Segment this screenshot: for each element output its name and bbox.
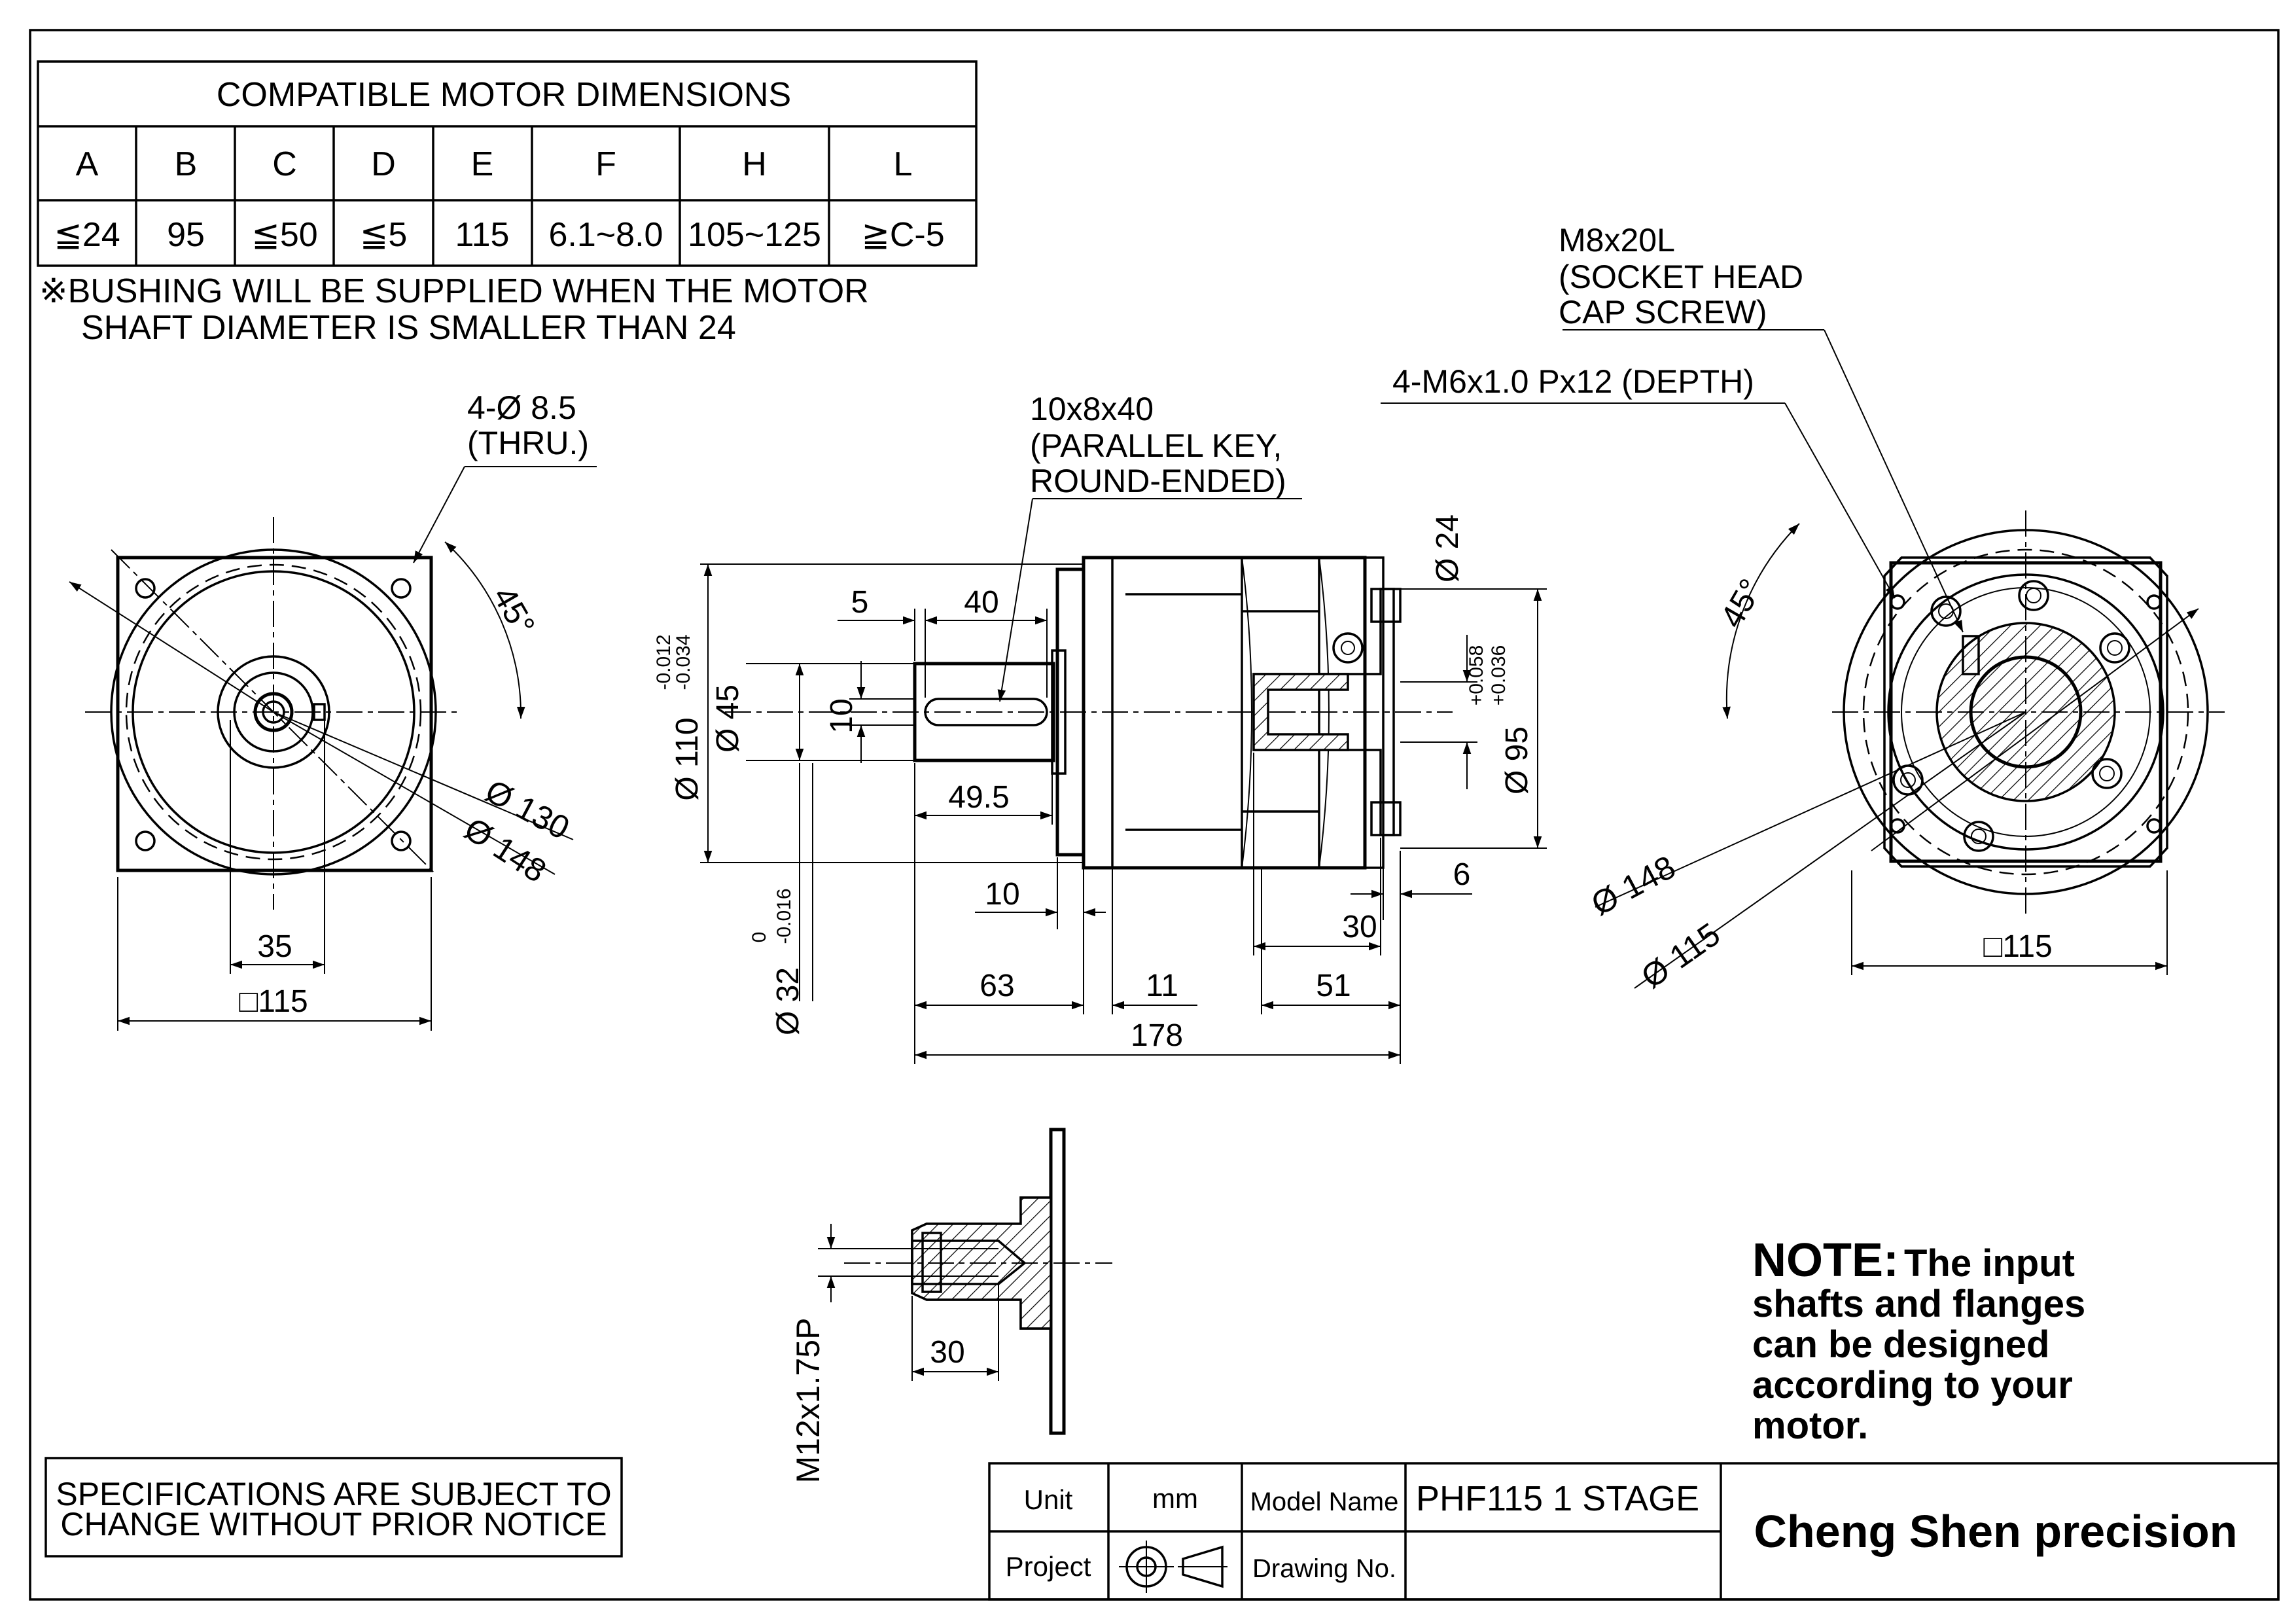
drawing-label: Drawing No. [1252,1554,1396,1583]
screw-callout-1: M8x20L [1559,222,1675,259]
project-label: Project [1006,1551,1091,1582]
model-value: PHF115 1 STAGE [1416,1479,1699,1518]
side-tol-110-upper: -0.012 [653,634,675,690]
table-header-a: A [76,145,99,183]
unit-value: mm [1152,1483,1198,1514]
side-dim-178: 178 [1131,1018,1183,1053]
screw-callout-3: CAP SCREW) [1559,294,1767,330]
table-header-h: H [742,145,767,183]
note-line4: according to your [1752,1364,2073,1406]
left-hole-callout-2: (THRU.) [467,425,589,461]
side-dia-45: Ø 45 [711,685,745,753]
table-value-b: 95 [167,216,205,254]
side-dim-6: 6 [1453,857,1471,892]
table-value-c: ≦50 [251,216,317,254]
projection-symbol-icon [1119,1541,1227,1593]
left-view: 4-Ø 8.5 (THRU.) 45° Ø 130 Ø 148 35 □115 [69,389,597,1031]
side-dim-5: 5 [851,585,869,620]
table-value-a: ≦24 [54,216,120,254]
side-dia-24: Ø 24 [1430,514,1465,582]
brand-name: Cheng Shen precision [1754,1506,2238,1557]
side-dim-49-5: 49.5 [948,780,1009,815]
side-dia-32: Ø 32 [771,967,805,1035]
motor-dimensions-table: COMPATIBLE MOTOR DIMENSIONS A B C D E F … [37,60,978,267]
side-dim-51: 51 [1316,969,1351,1003]
side-tol-110-lower: -0.034 [673,634,694,690]
table-header-l: L [894,145,913,183]
side-dim-10-key: 10 [824,698,859,733]
model-label: Model Name [1250,1488,1399,1516]
side-dim-30: 30 [1342,910,1377,944]
left-dim-square-115: □115 [239,984,308,1019]
side-dim-10-flange: 10 [985,877,1019,912]
note-line2: shafts and flanges [1752,1283,2085,1325]
table-value-h: 105~125 [688,216,821,254]
side-tol-95-upper: +0.058 [1466,645,1487,706]
title-block: Unit mm Model Name PHF115 1 STAGE Projec… [988,1462,2280,1601]
screw-callout-2: (SOCKET HEAD [1559,259,1803,295]
side-tol-95-lower: +0.036 [1488,645,1510,706]
unit-label: Unit [1024,1484,1073,1515]
table-value-e: 115 [455,216,510,254]
design-note: NOTE: The input shafts and flanges can b… [1752,1234,2085,1447]
table-value-l: ≧C-5 [861,216,944,254]
key-callout-2: (PARALLEL KEY, [1030,427,1282,464]
side-dim-40: 40 [964,585,998,620]
detail-dim-30: 30 [930,1335,964,1370]
left-dim-35: 35 [257,929,292,964]
spec-box: SPECIFICATIONS ARE SUBJECT TO CHANGE WIT… [44,1457,623,1558]
note-line5: motor. [1752,1404,1868,1447]
note-line3: can be designed [1752,1323,2049,1366]
table-header-b: B [175,145,198,183]
side-dia-110: Ø 110 [670,717,705,800]
table-header-f: F [595,145,616,183]
side-tol-32-upper: 0 [749,932,770,943]
side-dia-95: Ø 95 [1500,726,1534,794]
key-callout-1: 10x8x40 [1030,391,1154,427]
table-title: COMPATIBLE MOTOR DIMENSIONS [217,76,791,114]
note-label: NOTE: [1752,1234,1899,1287]
side-view: 10x8x40 (PARALLEL KEY, ROUND-ENDED) 5 40… [653,391,1547,1064]
detail-thread: M12x1.75P [790,1318,826,1484]
bushing-note-line1: ※BUSHING WILL BE SUPPLIED WHEN THE MOTOR [39,272,869,310]
bushing-note-line2: SHAFT DIAMETER IS SMALLER THAN 24 [81,309,736,347]
table-header-c: C [272,145,297,183]
right-dim-square-115: □115 [1983,929,2053,964]
left-angle-45: 45° [486,580,542,641]
table-value-d: ≦5 [360,216,408,254]
left-hole-callout-1: 4-Ø 8.5 [467,389,576,426]
note-line1: The input [1904,1242,2075,1285]
detail-view: M12x1.75P 30 [790,1128,1112,1484]
key-callout-3: ROUND-ENDED) [1030,463,1286,499]
spec-line2: CHANGE WITHOUT PRIOR NOTICE [60,1506,607,1543]
right-dia-148: Ø 148 [1585,848,1682,922]
right-angle-45: 45° [1713,573,1769,633]
tap-callout: 4-M6x1.0 Px12 (DEPTH) [1392,363,1754,400]
right-dia-115: Ø 115 [1634,916,1727,995]
side-dim-11: 11 [1146,969,1178,1003]
side-tol-32-lower: -0.016 [773,888,795,944]
table-header-d: D [371,145,396,183]
table-header-e: E [471,145,494,183]
side-dim-63: 63 [980,969,1014,1003]
table-value-f: 6.1~8.0 [549,216,663,254]
spec-line1: SPECIFICATIONS ARE SUBJECT TO [56,1476,611,1512]
right-view: M8x20L (SOCKET HEAD CAP SCREW) 4-M6x1.0 … [1381,222,2225,995]
